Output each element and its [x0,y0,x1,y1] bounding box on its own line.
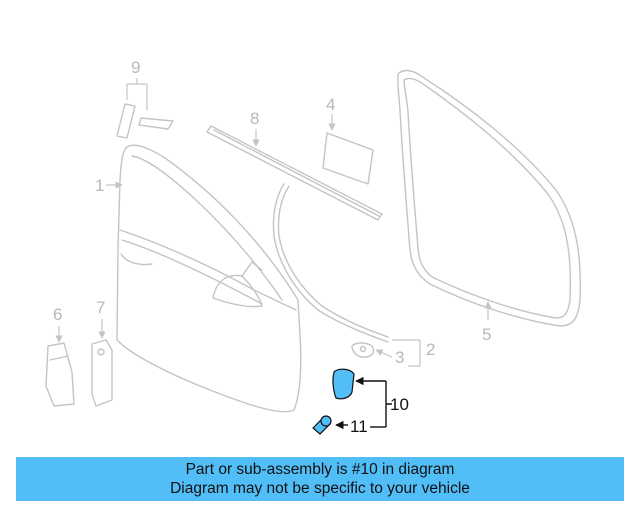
part-10-highlighted [332,368,355,400]
leader-3 [375,349,393,358]
callout-5: 5 [482,325,491,344]
callout-10: 10 [390,395,409,414]
callout-11: 11 [350,417,368,436]
callout-4: 4 [326,95,335,114]
callout-8: 8 [250,109,259,128]
leader-2 [392,339,421,367]
part-4-applique [322,132,374,185]
leader-9 [126,78,148,110]
part-6-pillar-cover [45,342,75,407]
banner-line-1: Part or sub-assembly is #10 in diagram [185,461,455,478]
callout-9: 9 [131,58,140,77]
callout-1: 1 [95,176,104,195]
callout-3: 3 [395,348,404,367]
banner-line-2: Diagram may not be specific to your vehi… [170,480,470,497]
part-8-belt-molding [206,125,383,221]
info-banner: Part or sub-assembly is #10 in diagram D… [16,457,624,501]
callout-7: 7 [96,298,105,317]
callout-6: 6 [53,305,62,324]
part-7-pillar-cover [91,339,113,407]
part-11-highlighted [312,415,332,435]
part-1-front-door [116,144,302,413]
part-2-clip [351,342,375,358]
part-5-body-weatherstrip [397,69,581,327]
callout-2: 2 [426,340,435,359]
part-3-door-seal [272,183,389,343]
part-9-pillar-trim [116,103,174,139]
